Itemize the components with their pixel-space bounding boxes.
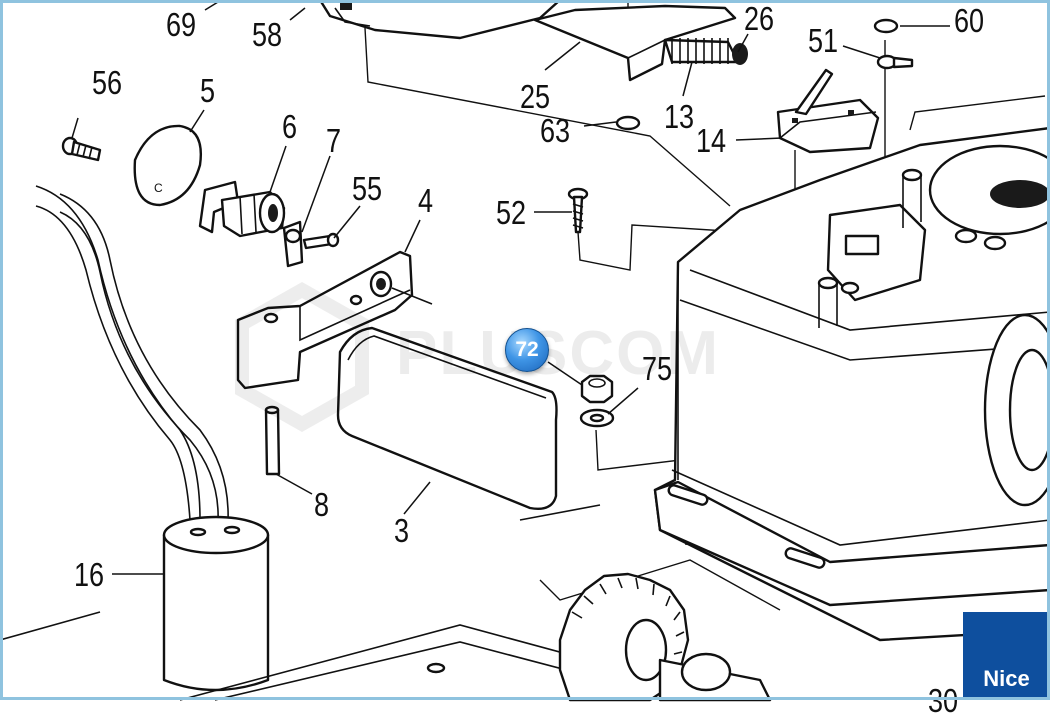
watermark-text: PLUSCOM — [396, 319, 720, 388]
callout-69: 69 — [166, 6, 197, 43]
part-72-hotspot-button[interactable]: 72 — [505, 328, 549, 372]
callout-13: 13 — [664, 98, 695, 135]
callout-63: 63 — [540, 112, 571, 149]
callout-8: 8 — [314, 486, 330, 523]
callout-7: 7 — [326, 122, 342, 159]
part-13-spring — [663, 38, 748, 65]
part-14-switch — [776, 68, 880, 154]
callout-14: 14 — [696, 122, 727, 159]
callout-3: 3 — [394, 512, 410, 549]
exploded-view-drawing: C — [0, 0, 1050, 702]
callout-25: 25 — [520, 78, 551, 115]
part-4-arm — [236, 250, 414, 390]
watermark-hex-logo — [235, 281, 369, 433]
part-7-lever — [282, 220, 304, 268]
part-25-bracket — [533, 4, 737, 82]
callout-5: 5 — [200, 72, 216, 109]
callout-75: 75 — [642, 350, 673, 387]
gearmotor-casing — [653, 126, 1050, 642]
part-75-washer — [579, 408, 615, 428]
part-8-spacer — [264, 405, 281, 476]
drive-gear — [558, 572, 772, 702]
capacitor-wires — [35, 185, 229, 523]
part-5-cover: C — [133, 124, 202, 207]
brand-logo: Nice — [963, 612, 1050, 700]
callout-51: 51 — [808, 22, 839, 59]
callout-58: 58 — [252, 16, 283, 53]
callout-leader-lines — [71, 1, 950, 575]
callout-52: 52 — [496, 194, 527, 231]
part-55-screw — [302, 232, 340, 250]
callout-6: 6 — [282, 108, 298, 145]
part-60-washer — [873, 18, 899, 34]
part-58-housing — [318, 0, 562, 40]
callout-55: 55 — [352, 170, 383, 207]
part-56-screw — [61, 136, 102, 162]
callout-60: 60 — [954, 2, 985, 39]
part-63-washer — [615, 115, 641, 131]
part-16-capacitor — [162, 515, 270, 692]
callout-4: 4 — [418, 182, 434, 219]
callout-16: 16 — [74, 556, 105, 593]
svg-text:C: C — [154, 181, 163, 195]
callout-30: 30 — [928, 682, 959, 719]
part-52-screw — [567, 187, 589, 234]
part-51-screw — [876, 54, 914, 70]
callout-56: 56 — [92, 64, 123, 101]
part-72-nut — [580, 374, 614, 404]
part-3-gasket — [336, 326, 558, 510]
callout-26: 26 — [744, 0, 775, 37]
